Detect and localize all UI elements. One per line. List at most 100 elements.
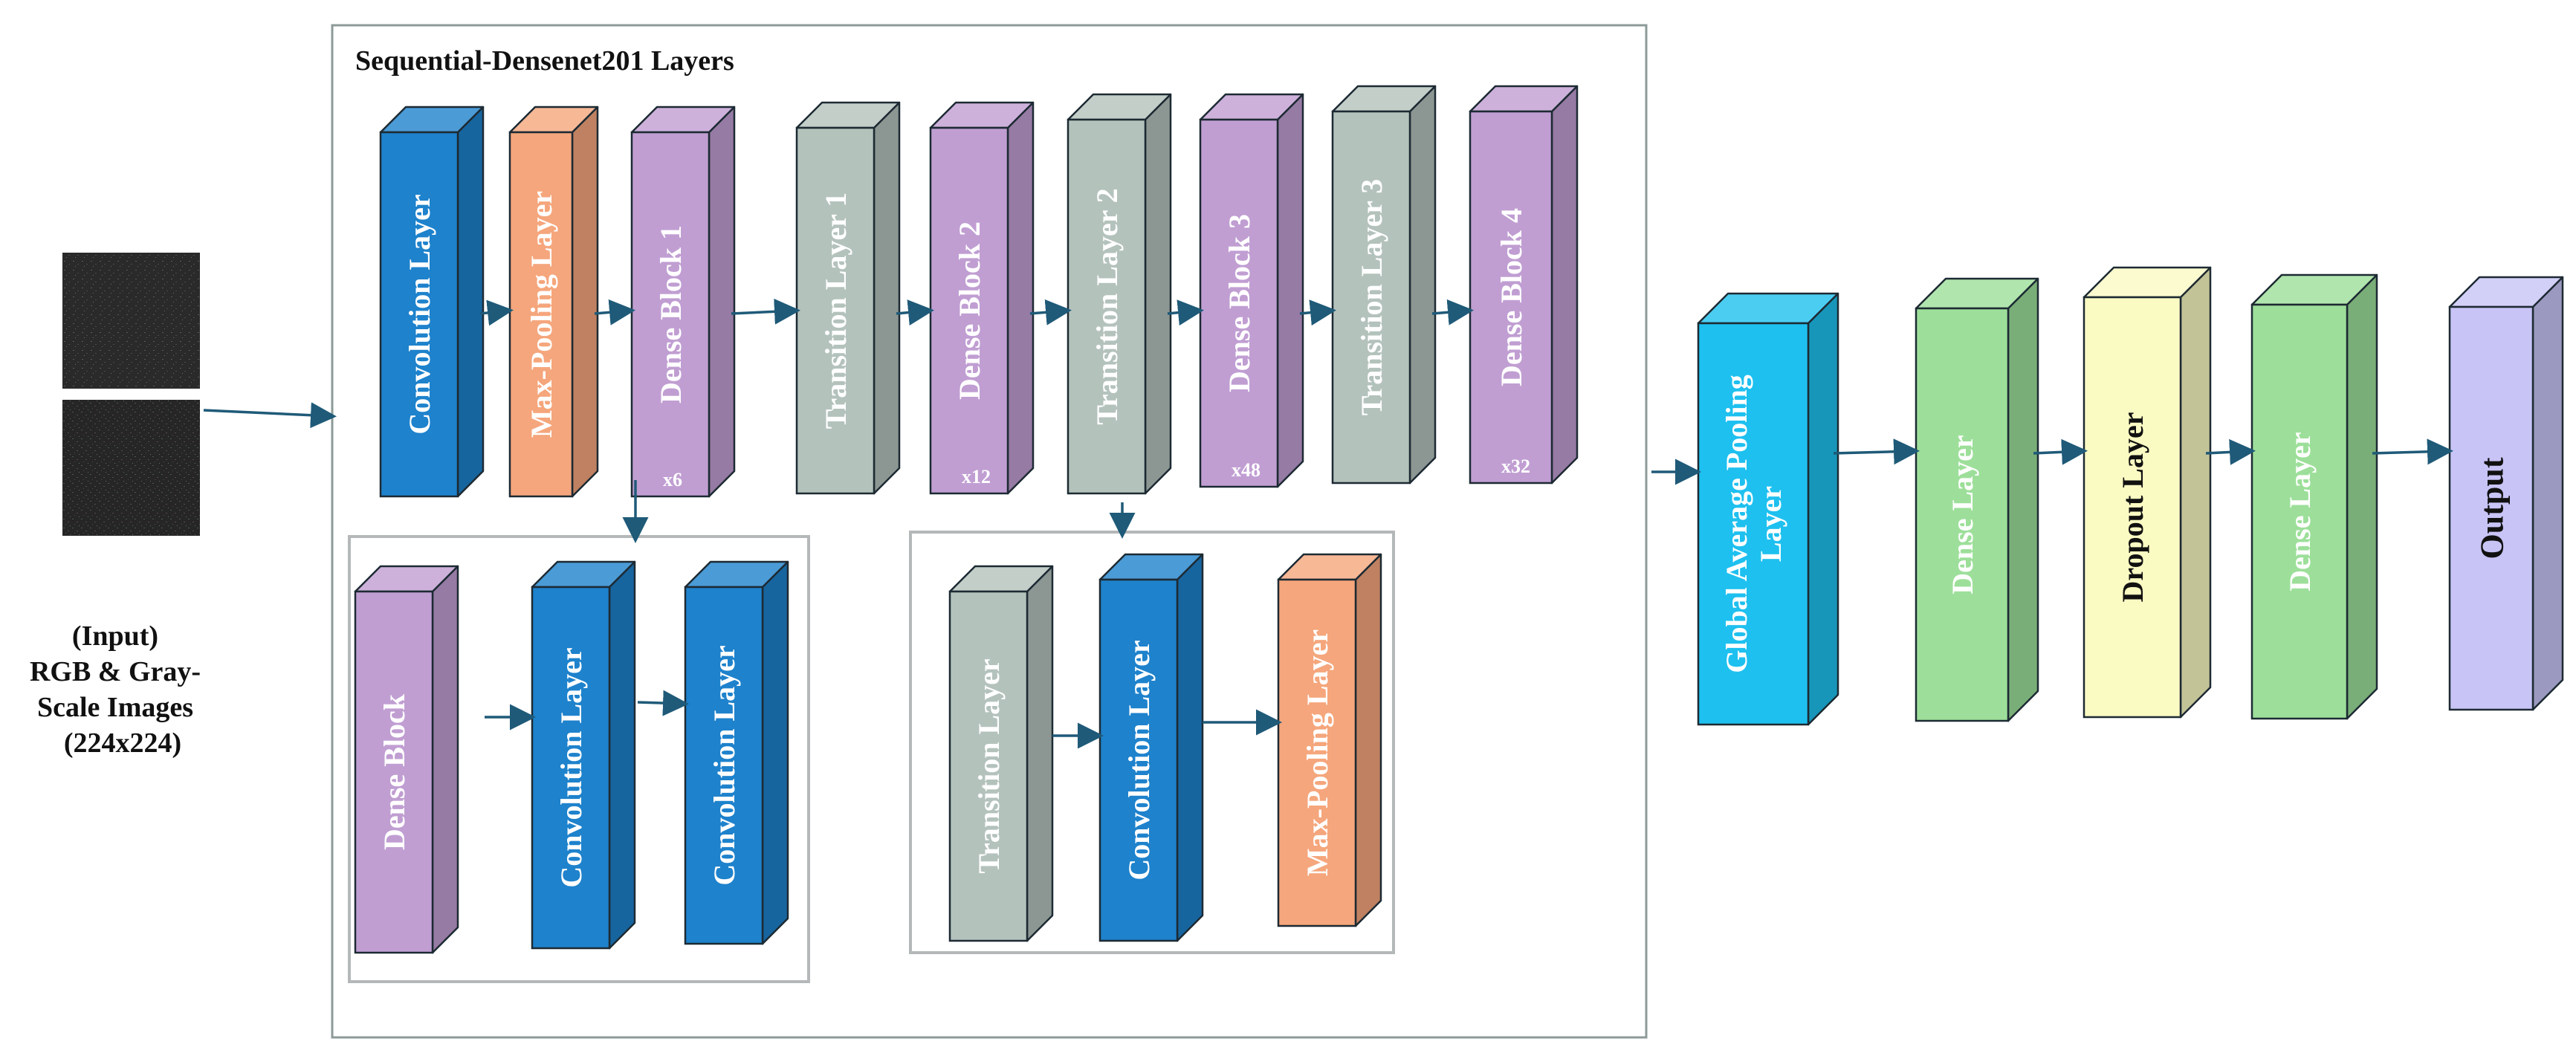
dense-detail-block-3-convolution-layer-front xyxy=(684,586,764,945)
main-block-9-dense-block-4-front xyxy=(1469,110,1553,485)
transition-detail-block-1-transition-layer-label-line-1: Transition Layer xyxy=(972,658,1006,873)
dense-detail-block-2-convolution-layer-front xyxy=(531,586,611,950)
main-block-1-convolution-layer-front xyxy=(379,131,459,498)
dense-detail-block-1-dense-block-side xyxy=(431,565,459,954)
main-block-4-transition-layer-1-label: Transition Layer 1 xyxy=(819,192,852,430)
input-image-rgb xyxy=(62,253,200,389)
main-block-7-dense-block-3-front xyxy=(1199,118,1279,488)
main-arrow-1 xyxy=(479,299,514,326)
dense-detail-block-3-convolution-layer-side xyxy=(761,560,789,945)
main-block-3-dense-block-1-label-line-1: Dense Block 1 xyxy=(654,225,687,404)
main-block-1-convolution-layer-label-line-1: Convolution Layer xyxy=(403,194,436,434)
head-block-5-output: Output xyxy=(2448,276,2564,711)
main-block-6-transition-layer-2: Transition Layer 2 xyxy=(1067,93,1172,495)
dense-detail-block-2-convolution-layer-label: Convolution Layer xyxy=(554,647,588,887)
main-block-3-dense-block-1: Dense Block 1 x6 xyxy=(630,106,736,498)
input-caption: (Input) RGB & Gray- Scale Images (224x22… xyxy=(0,618,230,761)
dense-detail-block-2-convolution-layer-label-line-1: Convolution Layer xyxy=(554,647,588,887)
head-block-4-dense-layer: Dense Layer xyxy=(2250,273,2378,720)
head-block-1-global-average-pooling-layer-label: Global Average PoolingLayer xyxy=(1720,375,1787,673)
transition-detail-block-3-max-pooling-layer-label: Max-Pooling Layer xyxy=(1301,629,1334,876)
main-block-5-dense-block-2: Dense Block 2 x12 xyxy=(929,101,1035,495)
transition-detail-block-3-max-pooling-layer-front xyxy=(1277,578,1357,927)
head-block-4-dense-layer-label-line-1: Dense Layer xyxy=(2283,432,2317,591)
head-block-2-dense-layer-label-line-1: Dense Layer xyxy=(1946,435,1979,594)
main-block-7-dense-block-3-label: Dense Block 3 xyxy=(1223,214,1256,392)
main-block-6-transition-layer-2-side xyxy=(1144,93,1172,495)
main-block-3-dense-block-1-multiplier: x6 xyxy=(663,469,682,490)
transition-detail-block-3-max-pooling-layer: Max-Pooling Layer xyxy=(1277,553,1382,927)
dense-detail-block-2-convolution-layer-side xyxy=(608,560,636,950)
dense-detail-block-3-convolution-layer-label-line-1: Convolution Layer xyxy=(708,645,741,885)
transition-detail-frame xyxy=(909,531,1395,954)
head-block-3-dropout-layer: Dropout Layer xyxy=(2083,266,2212,719)
main-arrow-4 xyxy=(896,299,934,325)
head-block-3-dropout-layer-label: Dropout Layer xyxy=(2116,412,2149,603)
head-block-4-dense-layer-front xyxy=(2250,303,2349,720)
densenet-frame xyxy=(331,24,1648,1039)
head-arrow-3 xyxy=(2205,438,2256,465)
dense-detail-block-3-convolution-layer-label: Convolution Layer xyxy=(708,645,741,885)
main-block-9-dense-block-4-multiplier: x32 xyxy=(1501,456,1530,477)
head-block-4-dense-layer-side xyxy=(2346,273,2378,720)
main-block-4-transition-layer-1: Transition Layer 1 xyxy=(795,101,901,495)
head-block-1-global-average-pooling-layer-side xyxy=(1807,292,1839,726)
head-block-4-dense-layer-label: Dense Layer xyxy=(2283,432,2317,591)
transition-detail-block-1-transition-layer-front xyxy=(948,590,1029,942)
head-block-5-output-label-line-1: Output xyxy=(2473,457,2510,559)
main-block-8-transition-layer-3: Transition Layer 3 xyxy=(1331,85,1437,485)
head-block-1-global-average-pooling-layer-label-line-1: Global Average Pooling xyxy=(1720,375,1753,673)
dense-detail-block-1-dense-block-label: Dense Block xyxy=(378,693,411,850)
main-block-9-dense-block-4-label: Dense Block 4 xyxy=(1495,208,1528,386)
dense-detail-arrow-2 xyxy=(637,690,689,716)
main-block-1-convolution-layer: Convolution Layer xyxy=(379,106,485,498)
main-block-6-transition-layer-2-label: Transition Layer 2 xyxy=(1090,188,1124,425)
main-arrow-5 xyxy=(1029,299,1072,325)
input-caption-line-2: RGB & Gray- xyxy=(29,656,201,687)
main-block-4-transition-layer-1-side xyxy=(873,101,901,495)
dense-detail-block-1-dense-block-front xyxy=(354,590,434,954)
main-block-7-dense-block-3-side xyxy=(1276,93,1304,488)
head-block-5-output-front xyxy=(2448,305,2534,711)
main-arrow-7 xyxy=(1299,299,1336,326)
main-block-1-convolution-layer-label: Convolution Layer xyxy=(403,194,436,434)
head-block-1-global-average-pooling-layer-label-line-2: Layer xyxy=(1754,486,1787,562)
transition-detail-block-2-convolution-layer-front xyxy=(1098,578,1179,942)
main-block-9-dense-block-4-side xyxy=(1550,85,1579,485)
main-block-7-dense-block-3: Dense Block 3 x48 xyxy=(1199,93,1304,488)
main-block-2-max-pooling-layer: Max-Pooling Layer xyxy=(508,106,599,498)
transition-detail-block-2-convolution-layer: Convolution Layer xyxy=(1098,553,1204,942)
dense-detail-block-2-convolution-layer: Convolution Layer xyxy=(531,560,636,950)
main-block-9-dense-block-4-label-line-1: Dense Block 4 xyxy=(1495,208,1528,386)
main-block-3-dense-block-1-label: Dense Block 1 xyxy=(654,225,687,404)
main-block-3-dense-block-1-front xyxy=(630,131,711,498)
main-block-2-max-pooling-layer-label: Max-Pooling Layer xyxy=(525,191,558,438)
main-block-4-transition-layer-1-front xyxy=(795,126,876,495)
input-image-grayscale xyxy=(62,400,200,536)
input-caption-line-4: (224x224) xyxy=(63,728,182,759)
transition-detail-block-1-transition-layer: Transition Layer xyxy=(948,565,1054,942)
input-caption-line-3: Scale Images xyxy=(36,692,194,723)
main-arrow-6 xyxy=(1167,299,1204,326)
head-block-5-output-side xyxy=(2531,276,2564,711)
main-block-2-max-pooling-layer-front xyxy=(508,131,574,498)
main-block-8-transition-layer-3-label-line-1: Transition Layer 3 xyxy=(1355,179,1388,416)
dense-detail-block-3-convolution-layer: Convolution Layer xyxy=(684,560,789,945)
transition-detail-block-2-convolution-layer-side xyxy=(1176,553,1204,942)
head-block-2-dense-layer-side xyxy=(2007,277,2039,722)
dense-block-detail-frame xyxy=(348,535,810,983)
input-caption-line-1: (Input) xyxy=(71,621,159,652)
main-block-5-dense-block-2-label: Dense Block 2 xyxy=(953,221,986,400)
head-arrow-2 xyxy=(2033,438,2088,465)
main-block-7-dense-block-3-multiplier: x48 xyxy=(1232,459,1261,481)
transition-detail-block-3-max-pooling-layer-label-line-1: Max-Pooling Layer xyxy=(1301,629,1334,876)
main-block-5-dense-block-2-multiplier: x12 xyxy=(962,466,991,487)
head-block-3-dropout-layer-front xyxy=(2083,296,2182,719)
transition-detail-block-2-convolution-layer-label-line-1: Convolution Layer xyxy=(1122,640,1156,880)
head-block-1-global-average-pooling-layer-front xyxy=(1697,322,1810,726)
main-block-8-transition-layer-3-front xyxy=(1331,110,1411,485)
main-block-2-max-pooling-layer-side xyxy=(571,106,599,498)
head-block-2-dense-layer-label: Dense Layer xyxy=(1946,435,1979,594)
transition-detail-block-3-max-pooling-layer-side xyxy=(1354,553,1382,927)
